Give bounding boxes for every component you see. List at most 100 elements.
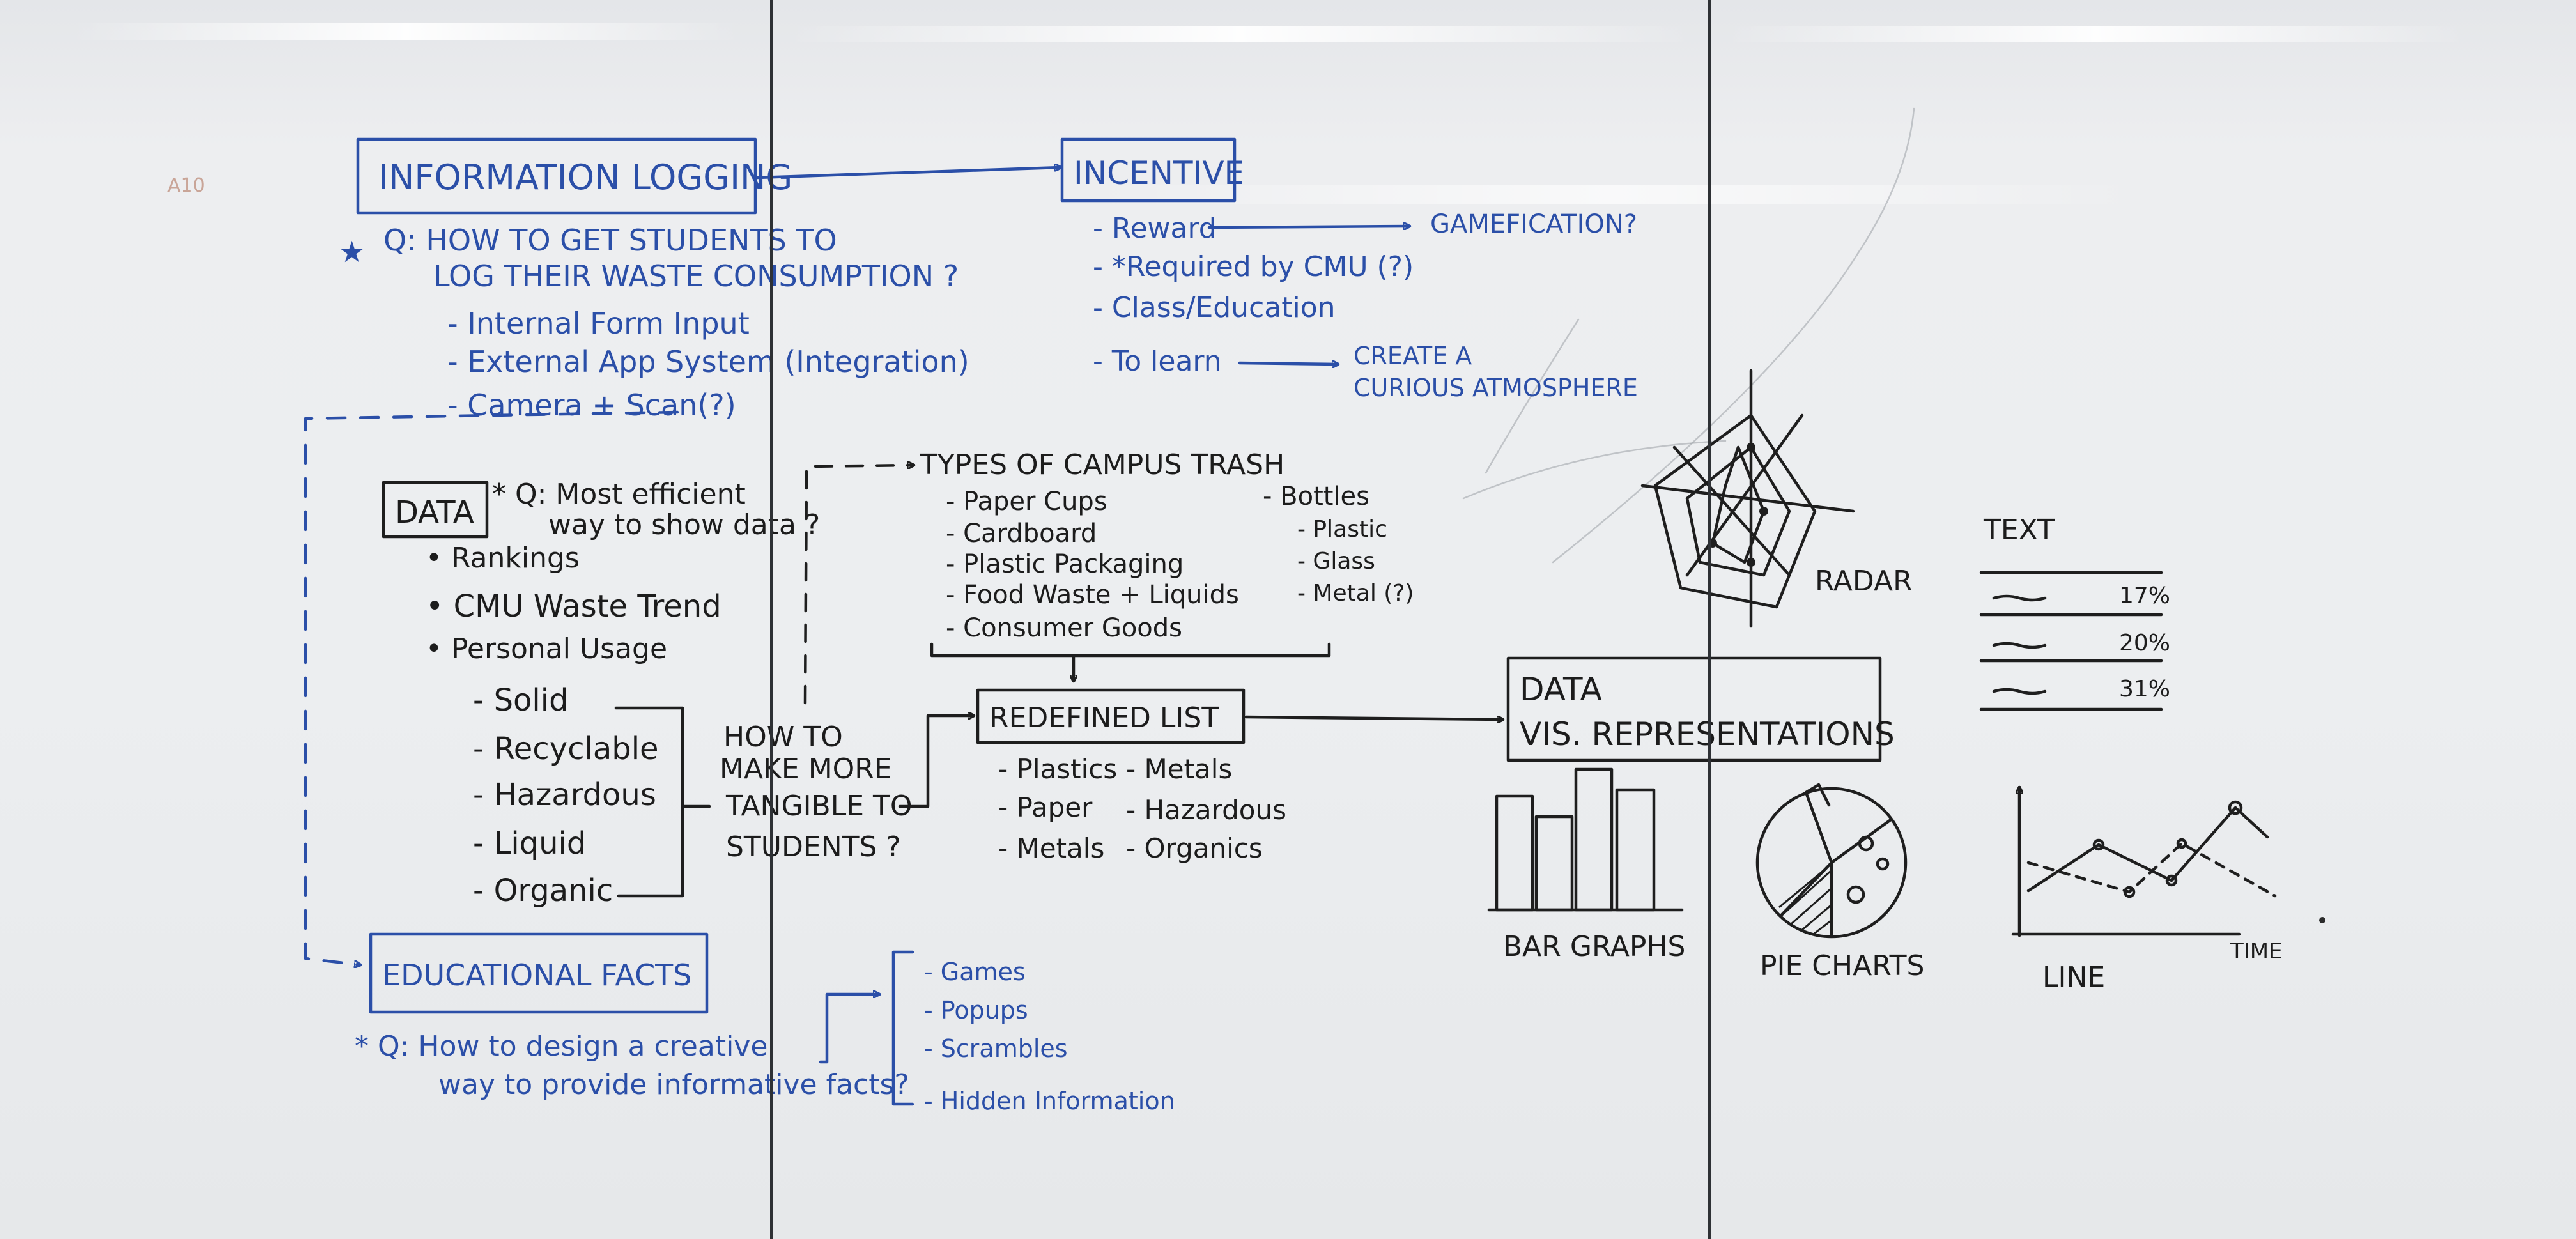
text-sketch: TEXT 17% 20% 31% xyxy=(1979,514,2170,711)
data-question-line2: way to show data ? xyxy=(548,509,820,541)
radar-label: RADAR xyxy=(1815,565,1913,597)
incentive-item: - Reward xyxy=(1093,212,1217,245)
incentive-item: - *Required by CMU (?) xyxy=(1093,250,1414,283)
facts-list-item: - Hidden Information xyxy=(924,1087,1175,1115)
campus-trash-item: - Glass xyxy=(1297,548,1375,574)
facts-list-item: - Scrambles xyxy=(924,1035,1068,1063)
campus-trash-title: TYPES OF CAMPUS TRASH xyxy=(920,449,1284,481)
campus-trash-item: - Plastic Packaging xyxy=(946,550,1184,579)
text-row-value: 20% xyxy=(2119,630,2170,656)
marker-dot xyxy=(2319,917,2325,923)
line-chart-axis-label: TIME xyxy=(2230,939,2283,964)
data-bullet: • Rankings xyxy=(426,542,580,574)
campus-trash-bracket xyxy=(930,642,1331,658)
information-logging-item: - Internal Form Input xyxy=(447,306,750,341)
information-logging-item: - Camera + Scan(?) xyxy=(447,388,736,422)
tangible-question-line: HOW TO xyxy=(723,721,843,753)
data-section: DATA * Q: Most efficient way to show dat… xyxy=(382,478,820,909)
redefined-list-item: - Paper xyxy=(998,792,1093,823)
campus-trash-item: - Plastic xyxy=(1297,516,1387,543)
redefined-list-item: - Plastics xyxy=(998,753,1117,785)
pie-charts-label: PIE CHARTS xyxy=(1760,950,1924,982)
data-question-line1: * Q: Most efficient xyxy=(492,478,746,511)
campus-trash-item: - Cardboard xyxy=(946,519,1097,548)
facts-list-item: - Popups xyxy=(924,996,1028,1024)
text-row-value: 17% xyxy=(2119,583,2170,609)
educational-facts-box xyxy=(369,932,709,1014)
usage-bracket xyxy=(614,706,684,898)
incentive-section: INCENTIVE - Reward GAMEFICATION? - *Requ… xyxy=(1060,137,1638,402)
panel-seam-right xyxy=(1708,0,1711,1239)
redefined-list-item: - Metals xyxy=(1126,753,1232,785)
dashed-arrow-to-campus-trash xyxy=(803,465,916,705)
redefined-list-item: - Metals xyxy=(998,833,1104,864)
gamification-label: GAMEFICATION? xyxy=(1430,210,1637,239)
incentive-item: - Class/Education xyxy=(1093,291,1336,324)
data-title: DATA xyxy=(395,495,474,530)
usage-type: - Organic xyxy=(473,873,613,909)
information-logging-item: - External App System (Integration) xyxy=(447,344,969,379)
educational-facts-title: EDUCATIONAL FACTS xyxy=(382,958,691,992)
campus-trash-item: - Bottles xyxy=(1263,482,1369,511)
information-logging-section: INFORMATION LOGGING ★ Q: HOW TO GET STUD… xyxy=(339,137,969,422)
curious-atmosphere-line2: CURIOUS ATMOSPHERE xyxy=(1354,374,1638,402)
data-bullet: • Personal Usage xyxy=(426,633,667,665)
data-bullet: • CMU Waste Trend xyxy=(426,589,721,624)
campus-trash-section: TYPES OF CAMPUS TRASH - Paper Cups - Car… xyxy=(920,449,1414,683)
tangible-question-line: MAKE MORE xyxy=(720,753,892,785)
tangible-question-line: STUDENTS ? xyxy=(726,831,901,863)
incentive-title: INCENTIVE xyxy=(1074,155,1244,192)
tangible-question-line: TANGIBLE TO xyxy=(725,790,913,822)
data-vis-section: DATA VIS. REPRESENTATIONS xyxy=(1506,656,1895,762)
ceiling-light-reflection-left xyxy=(70,23,741,40)
facts-list-item: - Games xyxy=(924,958,1026,986)
data-vis-title-line2: VIS. REPRESENTATIONS xyxy=(1520,716,1895,753)
arrow-to-incentive xyxy=(755,167,1063,180)
incentive-item: - To learn xyxy=(1093,345,1222,378)
information-logging-title: INFORMATION LOGGING xyxy=(378,157,792,197)
star-icon: ★ xyxy=(339,235,365,269)
line-chart-sketch xyxy=(2011,785,2277,937)
educational-facts-section: EDUCATIONAL FACTS * Q: How to design a c… xyxy=(355,932,1175,1115)
usage-type: - Liquid xyxy=(473,826,586,861)
arrow-to-gamification xyxy=(1207,226,1412,227)
incentive-box xyxy=(1060,137,1237,203)
arrow-to-curious-atmosphere xyxy=(1238,363,1340,364)
campus-trash-item: - Food Waste + Liquids xyxy=(946,580,1239,610)
data-box xyxy=(382,481,489,539)
arrow-to-facts-list xyxy=(819,994,881,1064)
redefined-list-title: REDEFINED LIST xyxy=(989,702,1219,734)
redefined-list-item: - Hazardous xyxy=(1126,794,1286,826)
curious-atmosphere-line1: CREATE A xyxy=(1354,342,1472,370)
line-chart-label: LINE xyxy=(2042,961,2105,994)
panel-seam-left xyxy=(770,0,773,1239)
facts-list-bracket xyxy=(891,950,914,1106)
campus-trash-item: - Consumer Goods xyxy=(946,613,1182,643)
corner-note: A10 xyxy=(167,174,205,197)
redefined-list-section: REDEFINED LIST - Plastics - Paper - Meta… xyxy=(976,688,1286,864)
pie-chart-sketch xyxy=(1755,783,1908,939)
educational-facts-question-line2: way to provide informative facts? xyxy=(438,1068,909,1101)
usage-type: - Solid xyxy=(473,682,569,718)
bar-graphs-label: BAR GRAPHS xyxy=(1503,930,1685,963)
text-label: TEXT xyxy=(1983,514,2055,546)
usage-type: - Recyclable xyxy=(473,731,659,767)
redefined-list-box xyxy=(976,688,1246,744)
educational-facts-question-line1: * Q: How to design a creative xyxy=(355,1030,767,1063)
bar-graph-sketch xyxy=(1487,767,1684,912)
tangible-question: HOW TO MAKE MORE TANGIBLE TO STUDENTS ? xyxy=(720,721,913,863)
dashed-connector-camera xyxy=(304,410,679,965)
ceiling-light-reflection-middle xyxy=(786,26,1693,42)
usage-type: - Hazardous xyxy=(473,777,656,813)
ceiling-light-reflection-right xyxy=(1725,26,2467,42)
arrow-to-data-vis xyxy=(1244,715,1505,720)
information-logging-question-line2: LOG THEIR WASTE CONSUMPTION ? xyxy=(433,259,959,293)
radar-sketch xyxy=(1640,369,1855,628)
information-logging-question-line1: Q: HOW TO GET STUDENTS TO xyxy=(383,223,837,258)
faint-pencil-strokes xyxy=(1462,107,1915,564)
data-vis-box xyxy=(1506,656,1882,762)
text-row-value: 31% xyxy=(2119,676,2170,702)
campus-trash-item: - Metal (?) xyxy=(1297,580,1414,606)
arrow-to-redefined-list xyxy=(898,716,976,808)
